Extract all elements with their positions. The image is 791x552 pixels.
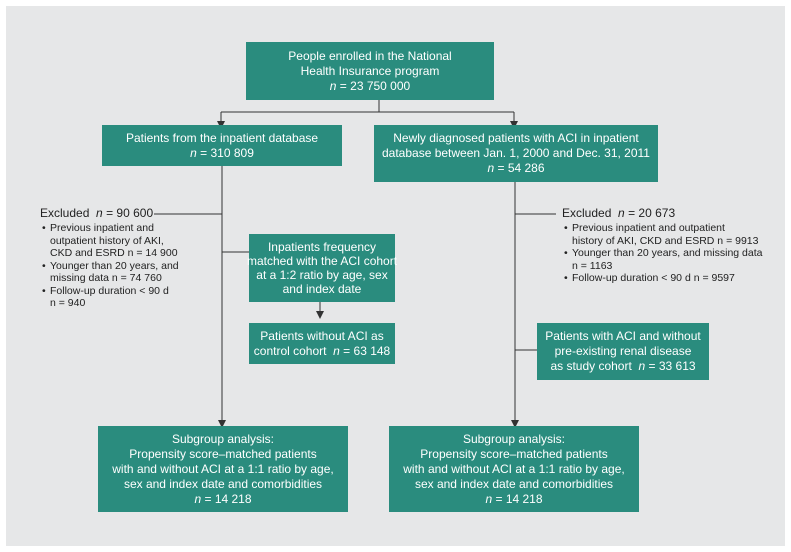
connector-lines	[154, 100, 556, 428]
study-line-1: Patients with ACI and without	[545, 329, 701, 343]
excluded-left: Excluded n = 90 600 Previous inpatient a…	[40, 207, 179, 310]
subgroup-right-line-4: sex and index date and comorbidities	[414, 476, 614, 491]
control-line-2: control cohort n = 63 148	[253, 343, 391, 358]
excluded-left-heading: Excluded n = 90 600	[40, 206, 154, 220]
enrolled-count: n = 23 750 000	[329, 78, 411, 93]
matched-line-4: and index date	[282, 282, 362, 296]
list-item: Previous inpatient and outpatient histor…	[42, 222, 179, 260]
list-item: Follow-up duration < 90 d n = 9597	[564, 272, 763, 285]
excluded-right: Excluded n = 20 673 Previous inpatient a…	[562, 207, 763, 285]
excluded-left-list: Previous inpatient and outpatient histor…	[40, 222, 179, 310]
aci-line-2: database between Jan. 1, 2000 and Dec. 3…	[382, 146, 650, 160]
subgroup-left-line-2: Propensity score–matched patients	[129, 446, 317, 461]
inpatient-database-box: Patients from the inpatient database n =…	[102, 125, 342, 166]
matched-line-1: Inpatients frequency	[267, 240, 377, 254]
frequency-matched-box: Inpatients frequency matched with the AC…	[246, 234, 398, 302]
subgroup-left-line-1: Subgroup analysis:	[171, 431, 275, 446]
inpatient-database-count: n = 310 809	[190, 145, 254, 160]
aci-newly-diagnosed-box: Newly diagnosed patients with ACI in inp…	[374, 125, 658, 182]
study-cohort-box: Patients with ACI and without pre-existi…	[537, 323, 709, 380]
subgroup-right-box: Subgroup analysis: Propensity score–matc…	[389, 426, 639, 512]
matched-line-3: at a 1:2 ratio by age, sex	[256, 268, 388, 282]
aci-count: n = 54 286	[487, 161, 545, 175]
list-item: Previous inpatient and outpatient histor…	[564, 222, 763, 247]
study-line-3: as study cohort n = 33 613	[550, 359, 696, 373]
control-line-1: Patients without ACI as	[260, 328, 384, 343]
enrolled-line-1: People enrolled in the National	[288, 48, 452, 63]
inpatient-database-label: Patients from the inpatient database	[125, 130, 319, 145]
subgroup-left-box: Subgroup analysis: Propensity score–matc…	[98, 426, 348, 512]
flowchart-canvas: People enrolled in the National Health I…	[6, 6, 785, 546]
aci-line-1: Newly diagnosed patients with ACI in inp…	[393, 131, 639, 145]
excluded-right-list: Previous inpatient and outpatient histor…	[562, 222, 763, 285]
subgroup-right-line-3: with and without ACI at a 1:1 ratio by a…	[403, 461, 625, 476]
matched-line-2: matched with the ACI cohort	[246, 254, 398, 268]
subgroup-right-count: n = 14 218	[485, 491, 543, 506]
list-item: Follow-up duration < 90 d n = 940	[42, 285, 179, 310]
subgroup-left-line-4: sex and index date and comorbidities	[123, 476, 323, 491]
enrolled-box: People enrolled in the National Health I…	[246, 42, 494, 100]
study-line-2: pre-existing renal disease	[554, 344, 692, 358]
subgroup-right-line-1: Subgroup analysis:	[462, 431, 566, 446]
excluded-right-heading: Excluded n = 20 673	[562, 206, 676, 220]
enrolled-line-2: Health Insurance program	[300, 63, 440, 78]
subgroup-right-line-2: Propensity score–matched patients	[420, 446, 608, 461]
subgroup-left-count: n = 14 218	[194, 491, 252, 506]
control-cohort-box: Patients without ACI as control cohort n…	[249, 323, 395, 364]
list-item: Younger than 20 years, and missing data …	[42, 260, 179, 285]
list-item: Younger than 20 years, and missing data …	[564, 247, 762, 272]
subgroup-left-line-3: with and without ACI at a 1:1 ratio by a…	[112, 461, 334, 476]
